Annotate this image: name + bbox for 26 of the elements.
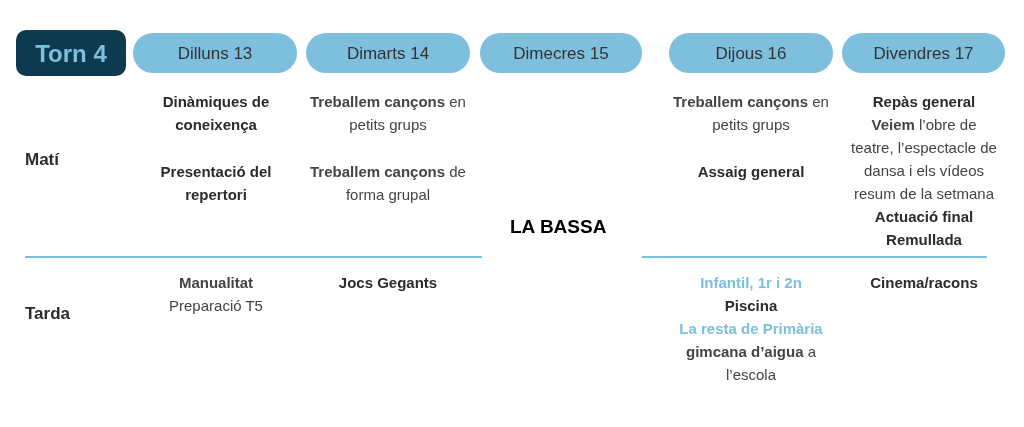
activity-text: Piscina — [724, 297, 778, 314]
day-pill: Dijous 16 — [669, 33, 833, 73]
activity-text: Manualitat Preparació T5 — [169, 274, 263, 314]
activity-text: Presentació del repertori — [160, 163, 272, 203]
activity-text: Treballem cançons en petits grups — [310, 93, 466, 133]
activity-text: Jocs Gegants — [338, 274, 438, 291]
row-label: Tarda — [25, 304, 71, 323]
day-pill: Divendres 17 — [842, 33, 1005, 73]
day-pill: Dimarts 14 — [306, 33, 470, 73]
activity-text: Treballem cançons de forma grupal — [310, 163, 466, 203]
row-label: Matí — [25, 150, 59, 169]
group-text: La resta de Primària — [679, 320, 823, 337]
activity-text: Treballem cançons en petits grups — [673, 93, 829, 133]
activity-text: Remullada — [886, 231, 962, 248]
activity-text: Veiem l’obre de teatre, l’espectacle de dansa i els vídeos resum de la setmana — [851, 116, 997, 202]
day-pill: Dimecres 15 — [480, 33, 642, 73]
activity-text: Actuació final — [874, 208, 974, 225]
day-pill: Dilluns 13 — [133, 33, 297, 73]
group-tag: Torn 4 — [16, 30, 126, 76]
activity-text: Cinema/racons — [870, 274, 978, 291]
activity-text: Repàs general — [872, 93, 976, 110]
group-text: Infantil, 1r i 2n — [700, 274, 802, 291]
activity-text: Dinàmiques de coneixença — [162, 93, 270, 133]
venue-text: LA BASSA — [510, 216, 607, 237]
activity-text: gimcana d’aigua a l’escola — [685, 343, 817, 383]
activity-text: Assaig general — [697, 163, 805, 180]
